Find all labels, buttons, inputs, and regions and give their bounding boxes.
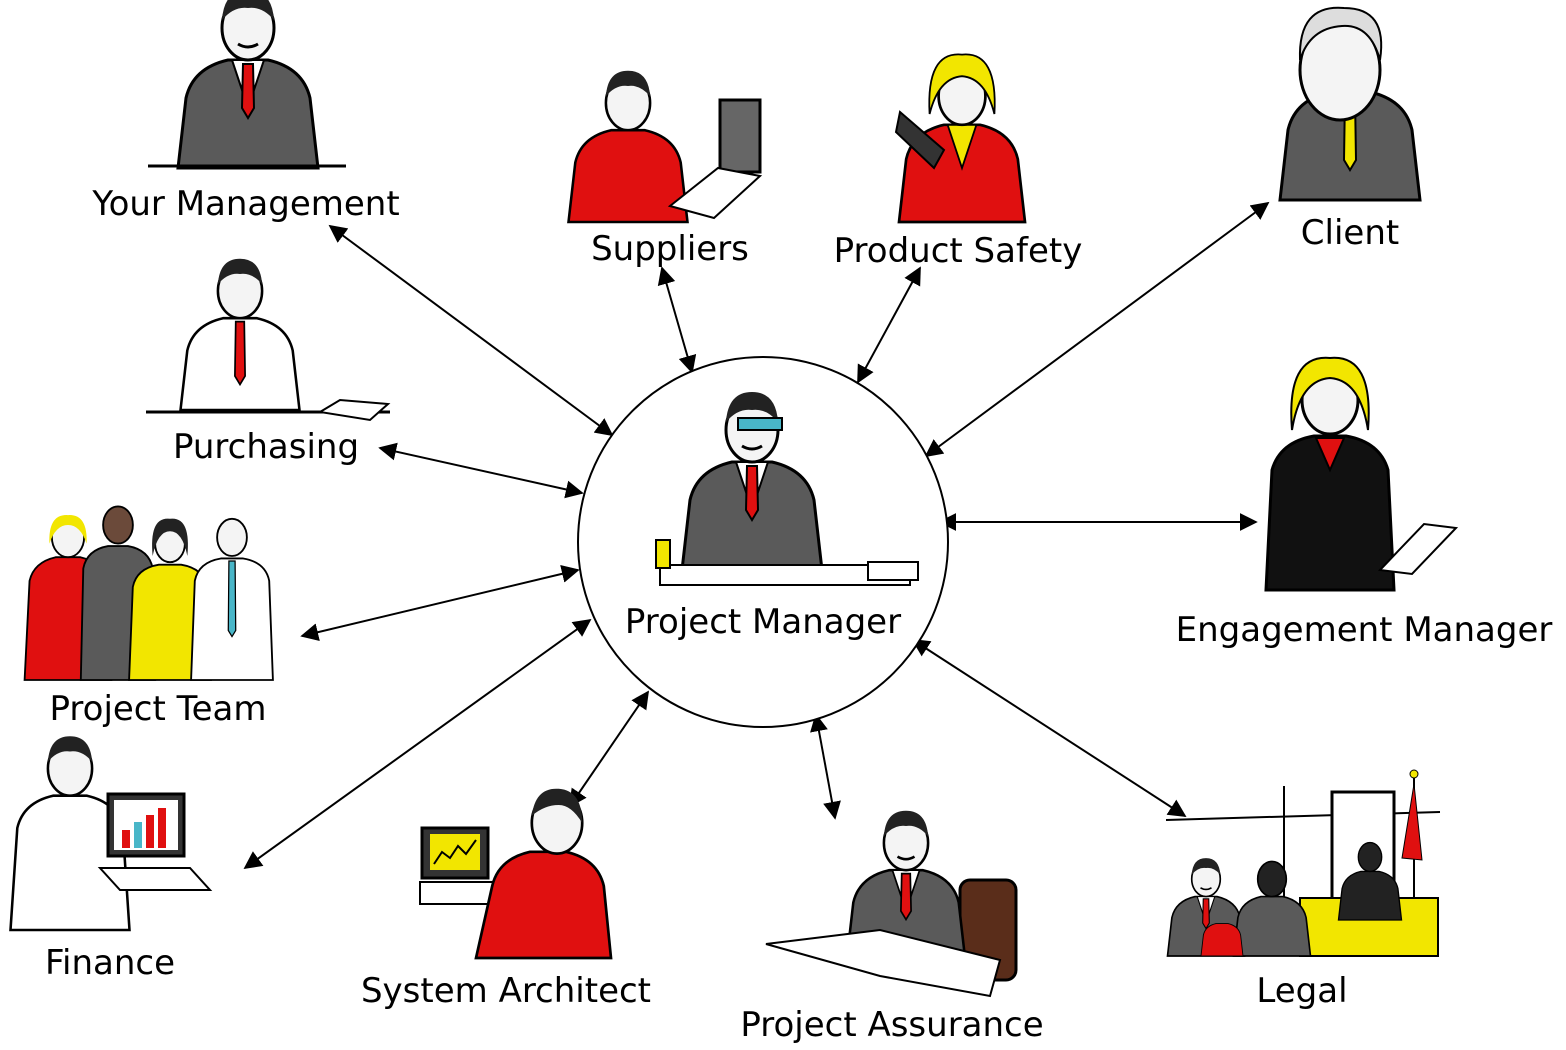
label-suppliers: Suppliers <box>591 229 749 269</box>
client-illustration <box>1278 6 1422 202</box>
label-system-architect: System Architect <box>361 971 651 1011</box>
suppliers-illustration <box>567 70 763 224</box>
label-client: Client <box>1301 213 1399 253</box>
system-architect-illustration <box>419 788 613 960</box>
arrow-product-safety <box>857 266 921 384</box>
label-engagement-manager: Engagement Manager <box>1176 610 1553 650</box>
label-product-safety: Product Safety <box>834 231 1083 271</box>
arrow-legal <box>911 639 1187 817</box>
arrow-purchasing <box>378 442 584 499</box>
label-your-management: Your Management <box>91 184 399 224</box>
label-project-team: Project Team <box>50 689 267 729</box>
your-management-illustration <box>148 0 346 170</box>
label-finance: Finance <box>45 943 175 983</box>
arrow-system-architect <box>568 690 650 808</box>
label-purchasing: Purchasing <box>173 427 359 467</box>
project-assurance-illustration <box>765 809 1018 998</box>
legal-illustration <box>1165 769 1441 957</box>
label-legal: Legal <box>1256 971 1347 1011</box>
engagement-manager-illustration <box>1264 356 1459 592</box>
arrow-client <box>924 201 1270 458</box>
arrow-project-team <box>300 565 580 641</box>
arrow-suppliers <box>657 266 697 374</box>
project-manager-illustration <box>655 390 919 586</box>
arrow-your-management <box>328 224 614 437</box>
connection-arrows <box>243 201 1270 870</box>
purchasing-illustration <box>146 258 391 422</box>
arrow-project-assurance <box>810 713 841 820</box>
finance-illustration <box>9 736 213 932</box>
label-project-manager: Project Manager <box>625 602 901 642</box>
arrow-finance <box>243 618 592 870</box>
label-project-assurance: Project Assurance <box>740 1005 1043 1045</box>
product-safety-illustration <box>894 53 1027 224</box>
project-team-illustration <box>23 505 274 681</box>
